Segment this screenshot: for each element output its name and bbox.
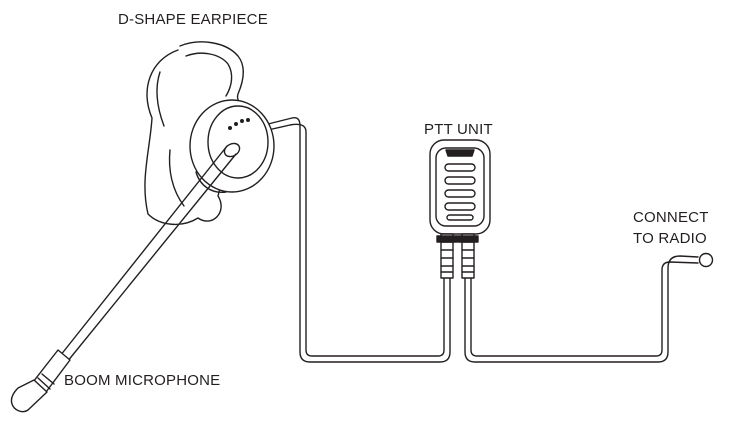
ptt-unit bbox=[429, 139, 491, 235]
boom-microphone-label: BOOM MICROPHONE bbox=[64, 372, 221, 389]
ptt-strain-relief-right bbox=[457, 233, 479, 279]
radio-cable bbox=[464, 255, 699, 363]
to-radio-label: TO RADIO bbox=[633, 230, 707, 247]
ptt-strain-relief-left bbox=[436, 233, 458, 279]
radio-connector-plug bbox=[698, 252, 714, 268]
ptt-unit-label: PTT UNIT bbox=[424, 121, 493, 138]
earpiece-label: D-SHAPE EARPIECE bbox=[118, 11, 268, 28]
earpiece-cable bbox=[267, 116, 451, 363]
ptt-button-ridge bbox=[444, 163, 476, 172]
microphone-head bbox=[10, 349, 71, 413]
boom-arm bbox=[59, 145, 237, 363]
earpiece-vent-icon bbox=[227, 125, 232, 130]
connect-label: CONNECT bbox=[633, 209, 709, 226]
